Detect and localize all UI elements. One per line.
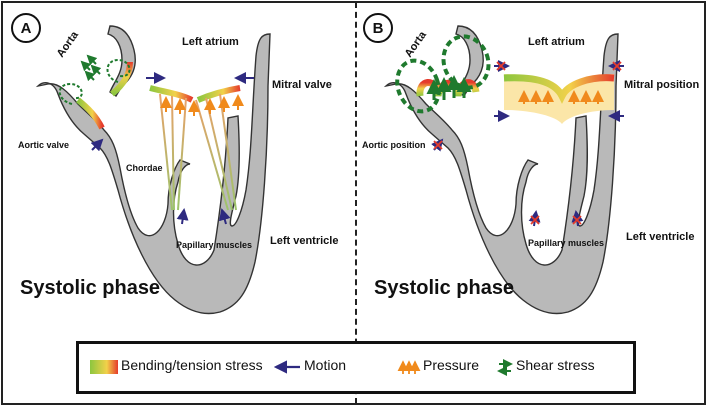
legend-pressure-label: Pressure (423, 357, 480, 373)
label-left-ventricle-a: Left ventricle (270, 235, 338, 247)
label-papillary-b: Papillary muscles (528, 238, 604, 248)
label-phase-b: Systolic phase (374, 277, 514, 299)
mitral-leaflet-right-a (196, 85, 241, 103)
no-motion-marks-b (433, 61, 622, 225)
label-mitral-valve-a: Mitral valve (272, 79, 332, 91)
mitral-leaflet-left-a (149, 85, 194, 103)
panel-a-letter: A (21, 20, 32, 37)
panel-a-badge (11, 13, 41, 43)
shear-vortex-a (58, 58, 131, 105)
label-chordae-a: Chordae (126, 163, 163, 173)
aortic-stress-upper-a (110, 61, 133, 97)
shear-arrows-b (426, 75, 472, 100)
panel-b: B Aorta Left atrium Mitral position Aort… (362, 13, 699, 315)
panel-b-badge (363, 13, 393, 43)
label-aortic-position-b: Aortic position (362, 140, 426, 150)
label-left-atrium-a: Left atrium (182, 36, 239, 48)
label-aortic-valve-a: Aortic valve (18, 140, 69, 150)
legend-motion-label: Motion (304, 357, 347, 373)
mitral-position-b (504, 74, 614, 124)
label-papillary-a: Papillary muscles (176, 240, 252, 250)
legend-shear-label: Shear stress (516, 357, 595, 373)
motion-arrows-a (90, 72, 254, 225)
chordae-a (159, 93, 237, 211)
pressure-arrows-a (160, 94, 244, 116)
heart-wall-b (383, 33, 619, 315)
label-left-atrium-b: Left atrium (528, 36, 585, 48)
shear-arrows-a (80, 54, 102, 82)
heart-wall-a (35, 33, 271, 315)
label-aorta-a: Aorta (55, 29, 82, 60)
label-mitral-position-b: Mitral position (624, 79, 699, 91)
label-left-ventricle-b: Left ventricle (626, 231, 694, 243)
legend-bending-label: Bending/tension stress (121, 357, 263, 373)
mitral-stress-b (503, 74, 615, 104)
panel-divider (355, 2, 357, 404)
panel-b-letter: B (373, 20, 384, 37)
label-aorta-b: Aorta (403, 29, 430, 60)
panel-a: A Aorta Left atrium Mitral valve Aortic … (11, 13, 338, 315)
legend (76, 341, 636, 394)
pressure-arrows-b (518, 90, 604, 104)
aortic-stress-a (76, 97, 105, 130)
label-phase-a: Systolic phase (20, 277, 160, 299)
